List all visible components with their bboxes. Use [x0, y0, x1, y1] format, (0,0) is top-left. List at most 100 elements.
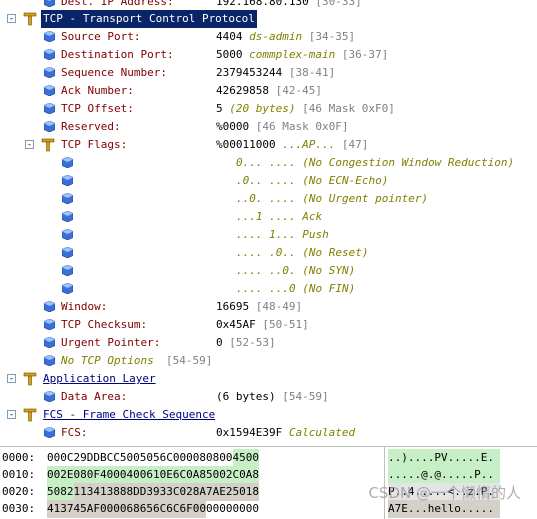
collapse-toggle[interactable]: - — [25, 140, 34, 150]
field-name: TCP Offset: — [61, 102, 134, 115]
hex-byte[interactable]: 00 — [232, 502, 246, 515]
field-cube-icon — [62, 229, 73, 240]
hex-byte[interactable]: 2E — [60, 466, 74, 484]
hex-byte[interactable]: 6F — [179, 500, 193, 518]
field-name: Ack Number: — [61, 84, 134, 97]
hex-byte[interactable]: 00 — [100, 500, 114, 518]
field-cube-icon — [44, 427, 55, 438]
field-value: %0000 [46 Mask 0x0F] — [216, 120, 349, 133]
hex-byte[interactable]: AF — [86, 500, 100, 518]
flag-bit-text: .... .0.. (No Reset) — [236, 246, 369, 259]
hex-byte[interactable]: 8D — [126, 483, 140, 501]
hex-byte[interactable]: 00 — [206, 502, 220, 515]
protocol-tool-icon — [23, 372, 37, 386]
hex-byte[interactable]: 56 — [153, 451, 167, 464]
hex-byte[interactable]: E6 — [166, 466, 180, 484]
hex-byte[interactable]: 88 — [113, 483, 127, 501]
hex-byte[interactable]: 00 — [47, 451, 61, 464]
hex-byte[interactable]: 45 — [232, 449, 246, 467]
hex-byte[interactable]: 00 — [113, 500, 127, 518]
collapse-toggle[interactable]: - — [7, 410, 16, 420]
hex-byte[interactable]: 06 — [139, 466, 153, 484]
hex-byte[interactable]: 50 — [206, 466, 220, 484]
field-value: 0 [52-53] — [216, 336, 276, 349]
field-name: TCP Flags: — [61, 138, 128, 151]
hex-byte[interactable]: A8 — [245, 466, 259, 484]
hex-byte[interactable]: 6C — [166, 500, 180, 518]
hex-byte[interactable]: 50 — [47, 483, 61, 501]
hex-byte[interactable]: 50 — [232, 483, 246, 501]
hex-dump-pane[interactable]: 0000:00 0C 29 DD BC C5 00 50 56 C0 00 08… — [0, 446, 537, 519]
hex-byte[interactable]: A8 — [192, 466, 206, 484]
hex-byte[interactable]: 00 — [245, 449, 259, 467]
hex-byte[interactable]: D3 — [139, 483, 153, 501]
hex-byte[interactable]: C0 — [166, 451, 180, 464]
hex-byte[interactable]: 00 — [192, 500, 206, 518]
hex-byte[interactable]: 45 — [73, 500, 87, 518]
hex-byte[interactable]: 08 — [206, 451, 220, 464]
field-value: 5000 commplex-main [36-37] — [216, 48, 389, 61]
hex-bytes: 41 37 45 AF 00 00 68 65 6C 6C 6F 00 00 0… — [47, 500, 383, 518]
hex-byte[interactable]: 00 — [179, 451, 193, 464]
field-value: 5 (20 bytes) [46 Mask 0xF0] — [216, 102, 395, 115]
hex-byte[interactable]: 6C — [153, 500, 167, 518]
hex-ascii[interactable]: .....@.@.....P.. — [388, 466, 500, 484]
hex-byte[interactable]: 68 — [126, 500, 140, 518]
hex-byte[interactable]: BC — [100, 451, 114, 464]
hex-byte[interactable]: 00 — [219, 502, 233, 515]
hex-byte[interactable]: 10 — [153, 466, 167, 484]
hex-byte[interactable]: 0C — [60, 451, 74, 464]
hex-byte[interactable]: 7A — [206, 483, 220, 501]
field-value: 2379453244 [38-41] — [216, 66, 336, 79]
field-value: 0x45AF [50-51] — [216, 318, 309, 331]
hex-byte[interactable]: 50 — [139, 451, 153, 464]
hex-byte[interactable]: 00 — [113, 466, 127, 484]
hex-byte[interactable]: 08 — [73, 466, 87, 484]
hex-byte[interactable]: 00 — [47, 466, 61, 484]
hex-ascii[interactable]: P..4.....<..z.P. — [388, 483, 500, 501]
hex-byte[interactable]: 08 — [192, 451, 206, 464]
field-value: 42629858 [42-45] — [216, 84, 322, 97]
hex-byte[interactable]: C0 — [179, 466, 193, 484]
hex-byte[interactable]: 41 — [47, 500, 61, 518]
collapse-toggle[interactable]: - — [7, 14, 16, 24]
hex-byte[interactable]: 00 — [245, 502, 259, 515]
hex-byte[interactable]: 65 — [139, 500, 153, 518]
hex-byte[interactable]: 37 — [60, 500, 74, 518]
hex-byte[interactable]: 34 — [86, 483, 100, 501]
field-name: Urgent Pointer: — [61, 336, 161, 349]
hex-byte[interactable]: 8A — [192, 483, 206, 501]
hex-bytes: 00 2E 08 0F 40 00 40 06 10 E6 C0 A8 50 0… — [47, 466, 383, 484]
hex-byte[interactable]: 40 — [126, 466, 140, 484]
hex-byte[interactable]: 13 — [100, 483, 114, 501]
field-name: Sequence Number: — [61, 66, 167, 79]
field-name: No TCP Options — [61, 354, 154, 367]
hex-offset: 0010: — [2, 468, 36, 481]
hex-byte[interactable]: DD — [86, 451, 100, 464]
flag-bit-text: ...1 .... Ack — [236, 210, 323, 223]
hex-byte[interactable]: C0 — [232, 466, 246, 484]
hex-byte[interactable]: 00 — [126, 451, 140, 464]
hex-byte[interactable]: 02 — [219, 466, 233, 484]
hex-byte[interactable]: 18 — [245, 483, 259, 501]
hex-bytes: 50 82 11 34 13 88 8D D3 93 3C 02 8A 7A E… — [47, 483, 383, 501]
hex-byte[interactable]: 00 — [219, 451, 233, 464]
hex-byte[interactable]: 93 — [153, 483, 167, 501]
hex-byte[interactable]: 02 — [179, 483, 193, 501]
hex-byte[interactable]: 40 — [100, 466, 114, 484]
hex-ascii[interactable]: ..)....PV.....E. — [388, 449, 500, 467]
hex-byte[interactable]: E2 — [219, 483, 233, 501]
flag-bit-text: ..0. .... (No Urgent pointer) — [236, 192, 429, 205]
hex-byte[interactable]: C5 — [113, 451, 127, 464]
hex-byte[interactable]: 3C — [166, 483, 180, 501]
hex-byte[interactable]: 29 — [73, 451, 87, 464]
hex-byte[interactable]: 82 — [60, 483, 74, 501]
hex-byte[interactable]: 0F — [86, 466, 100, 484]
decode-tree: Dest. IP Address: 192.168.80.130 [30-33]… — [7, 0, 515, 439]
field-value: 16695 [48-49] — [216, 300, 303, 313]
collapse-toggle[interactable]: - — [7, 374, 16, 384]
flag-bit-text: .... ..0. (No SYN) — [236, 264, 356, 277]
field-value: (6 bytes) [54-59] — [216, 390, 329, 403]
hex-byte[interactable]: 11 — [73, 483, 87, 501]
hex-ascii[interactable]: A7E...hello..... — [388, 500, 500, 518]
